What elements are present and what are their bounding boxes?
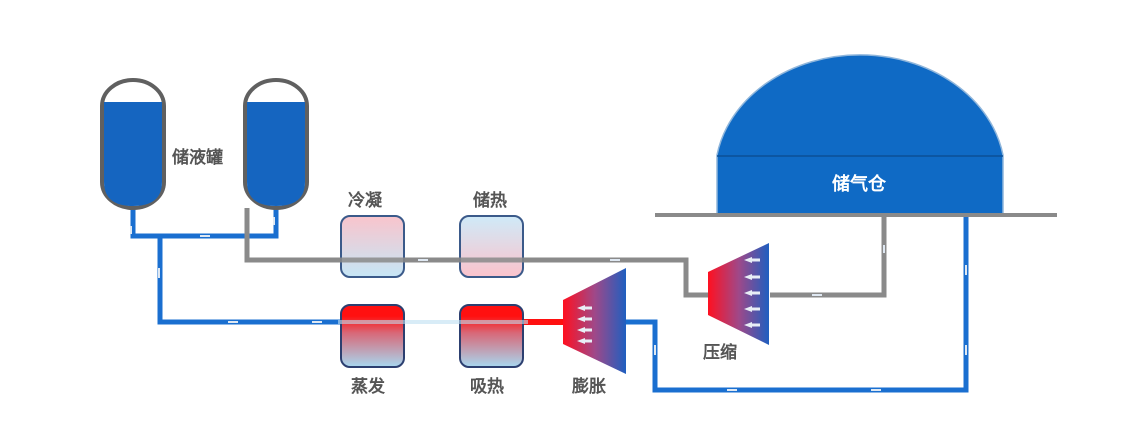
- gray-pipe: [244, 208, 887, 298]
- label-compressor: 压缩: [703, 342, 737, 363]
- label-heat-absorb: 吸热: [470, 376, 504, 397]
- gas-storage-dome: [655, 54, 1057, 217]
- label-evaporate: 蒸发: [351, 376, 386, 397]
- heat-storage-box: [459, 215, 524, 278]
- heat-absorb-box: [459, 304, 524, 368]
- label-gas-storage: 储气仓: [831, 173, 887, 195]
- condenser-box: [340, 215, 405, 278]
- label-expander: 膨胀: [572, 376, 606, 397]
- expander-turbine: [563, 268, 626, 374]
- evaporator-box: [340, 304, 405, 368]
- blue-pipe-return: [624, 214, 969, 393]
- label-heat-storage: 储热: [473, 190, 507, 211]
- compressor-turbine: [708, 243, 769, 345]
- flow-arrows: [130, 217, 967, 391]
- label-condense: 冷凝: [348, 190, 383, 211]
- liquid-tank-right: [243, 78, 309, 210]
- label-liquid-tanks: 储液罐: [172, 147, 223, 168]
- liquid-tank-left: [100, 78, 166, 210]
